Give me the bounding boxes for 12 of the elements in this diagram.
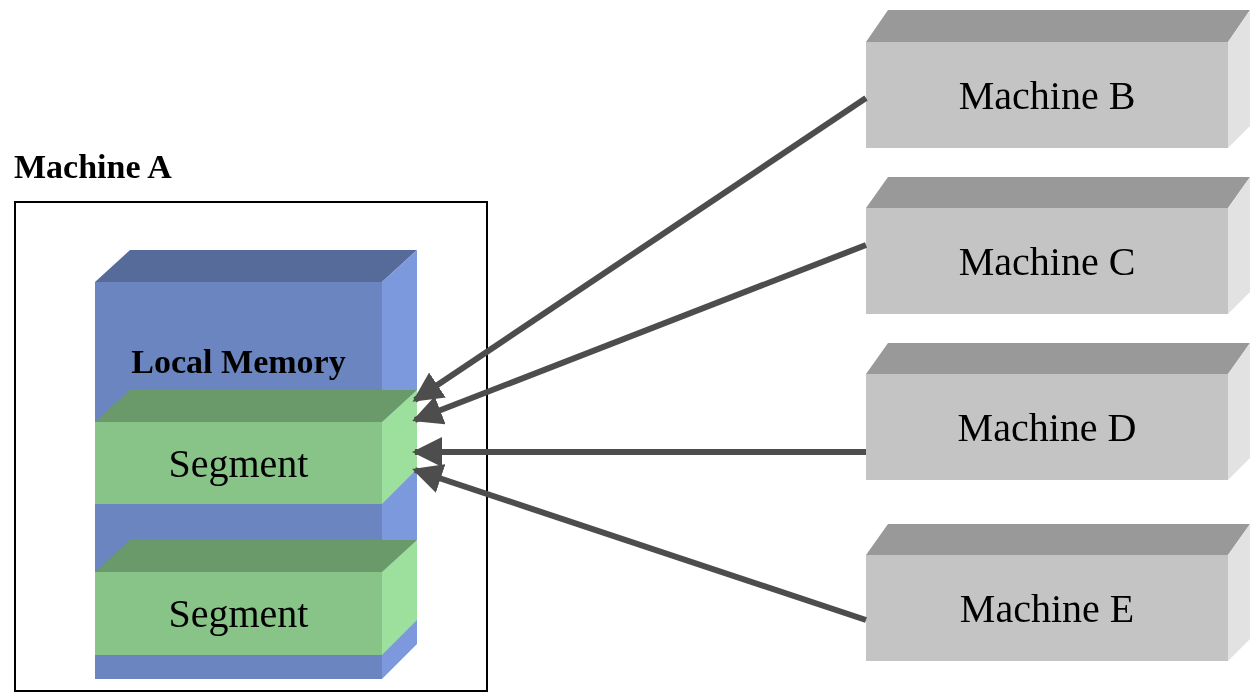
arrow [412, 95, 868, 403]
block-label: Machine E [959, 584, 1135, 632]
block-label: Machine D [957, 403, 1137, 451]
block-label: Machine B [958, 71, 1136, 119]
block-label: Segment [168, 439, 309, 487]
arrow [412, 437, 866, 467]
arrow [412, 242, 868, 425]
arrow [412, 464, 867, 623]
frame-heading: Machine A [14, 148, 172, 186]
block-label: Local Memory [131, 343, 346, 381]
block-label: Segment [168, 590, 309, 637]
block-label: Machine C [958, 237, 1136, 285]
